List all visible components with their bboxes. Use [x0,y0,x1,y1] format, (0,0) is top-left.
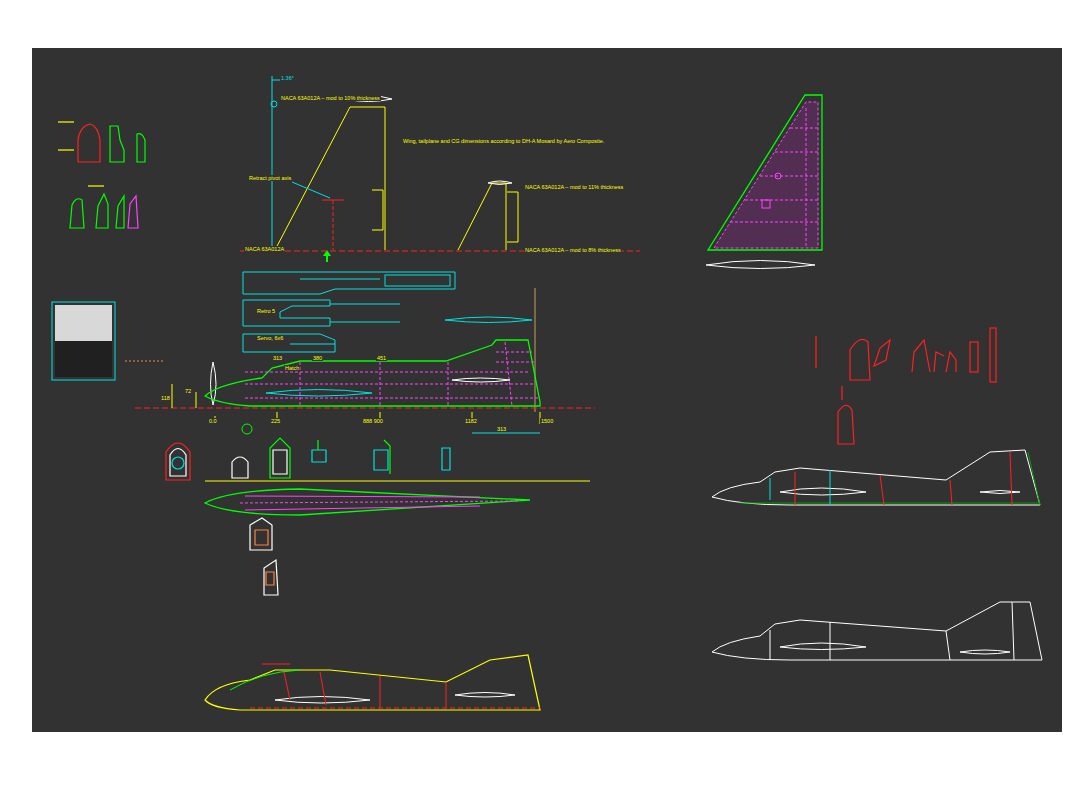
drawing-label: NACA 63A012A – mod to 10% thickness [280,95,381,101]
drawing-label: 1182 [464,418,478,424]
drawing-label: 1500 [540,418,554,424]
drawing-label: Wing, tailplane and CG dimensions accord… [402,138,605,144]
drawing-label: 451 [376,355,387,361]
drawing-label: Retro 5 [256,308,276,314]
drawing-label: NACA 63A012A [244,246,285,252]
drawing-label: 888 900 [362,418,384,424]
drawing-label: 380 [312,355,323,361]
drawing-label: 118 [160,395,171,401]
drawing-label: 1.36° [280,75,295,81]
drawing-label: 0.0 [208,418,218,424]
drawing-label: Retract pivot axis [248,175,292,181]
drawing-label: Servo, 6x6 [256,335,284,341]
drawing-label: 225 [270,418,281,424]
drawing-label: 313 [272,355,283,361]
drawing-label: 72 [184,388,192,394]
drawing-label: Hatch [284,365,300,371]
drawing-label: NACA 63A012A – mod to 8% thickness [524,247,622,253]
drawing-label: NACA 63A012A – mod to 11% thickness [524,184,624,190]
drawing-label: 313 [496,426,507,432]
